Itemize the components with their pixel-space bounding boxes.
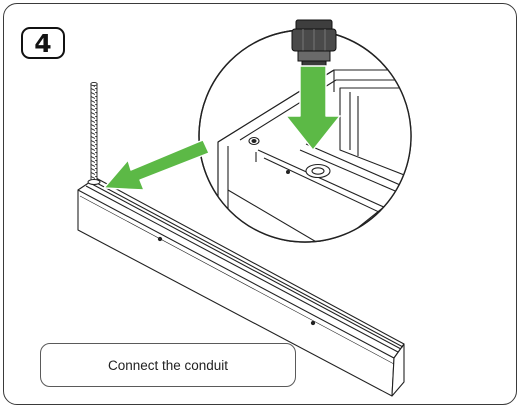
caption-box: Connect the conduit	[40, 343, 296, 387]
conduit-fitting	[291, 19, 337, 68]
caption-text: Connect the conduit	[107, 357, 229, 373]
threaded-rod	[87, 81, 101, 185]
step-number: 4	[34, 28, 52, 58]
insert-down-arrow	[285, 65, 341, 151]
fixture-extrusion	[77, 177, 405, 397]
step-number-badge: 4	[21, 27, 65, 59]
location-pointer-arrow	[103, 139, 210, 191]
